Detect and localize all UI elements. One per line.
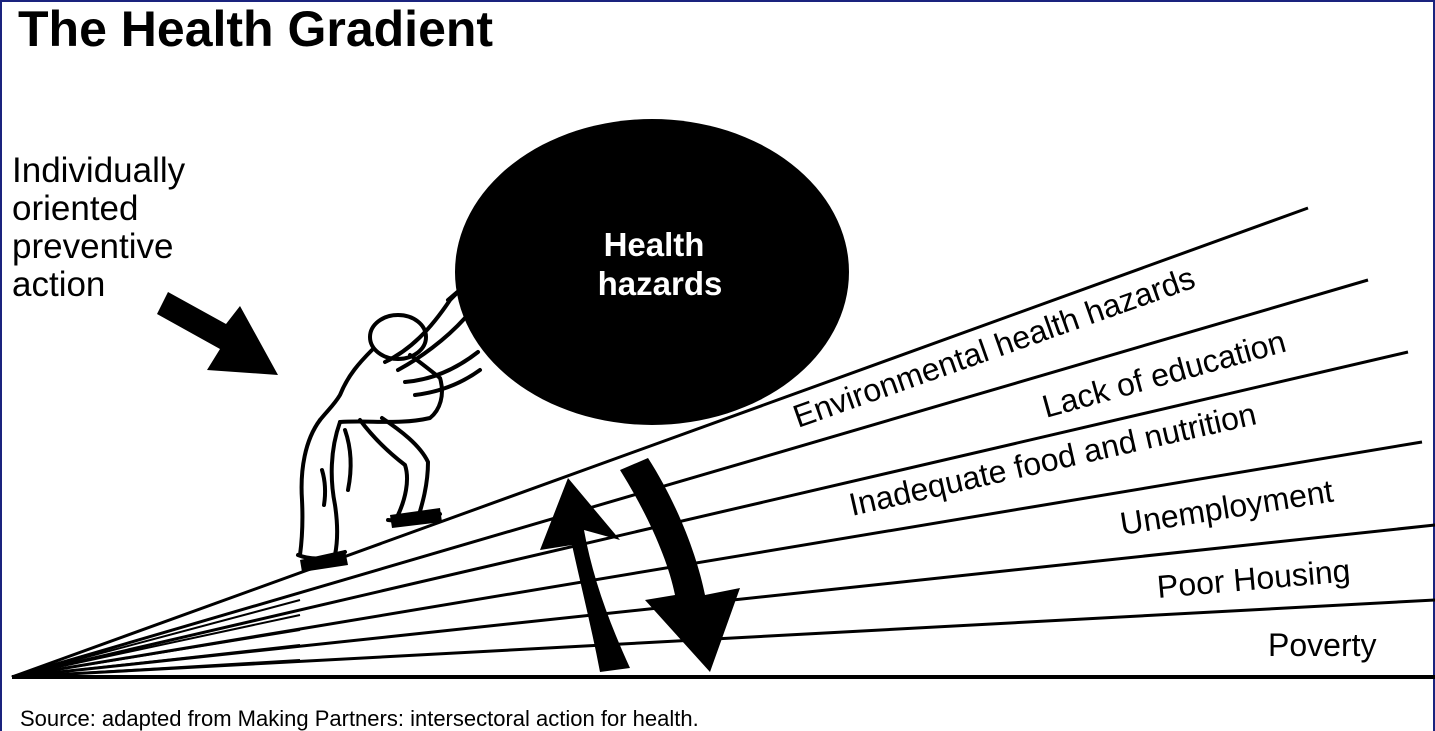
fan-detail-line (11, 599, 301, 678)
individual-action-label: Individually oriented preventive action (12, 152, 185, 304)
fan-detail-line (11, 629, 301, 678)
gradient-lines (11, 206, 1435, 679)
individual-action-line: action (12, 265, 106, 304)
pointer-arrow-icon (157, 292, 278, 375)
health-hazards-boulder (455, 119, 849, 425)
upward-cycle-arrow-icon (540, 478, 630, 672)
gradient-line (11, 278, 1369, 679)
layer-label-housing: Poor Housing (1155, 552, 1351, 605)
individual-action-line: Individually (12, 151, 186, 190)
individual-action-line: preventive (12, 227, 174, 266)
foot-shadow (390, 508, 442, 528)
fan-detail-line (11, 614, 301, 678)
boulder-label-line: hazards (598, 265, 723, 302)
gradient-line (11, 206, 1309, 679)
layer-label-unemployment: Unemployment (1117, 473, 1335, 542)
source-caption: Source: adapted from Making Partners: in… (20, 706, 699, 731)
gradient-line (11, 598, 1435, 679)
fan-detail-line (11, 659, 301, 678)
gradient-line (11, 350, 1409, 679)
individual-action-line: oriented (12, 189, 139, 228)
fan-detail-lines (11, 599, 301, 678)
foot-shadow (300, 550, 348, 572)
person-pushing-icon (296, 286, 482, 561)
boulder-label-line: Health (604, 226, 705, 263)
layer-label-poverty: Poverty (1268, 627, 1376, 663)
gradient-layer-labels: Environmental health hazards Lack of edu… (788, 259, 1376, 663)
page-title: The Health Gradient (18, 1, 494, 57)
downward-cycle-arrow-icon (620, 458, 740, 672)
fan-detail-line (11, 644, 301, 678)
